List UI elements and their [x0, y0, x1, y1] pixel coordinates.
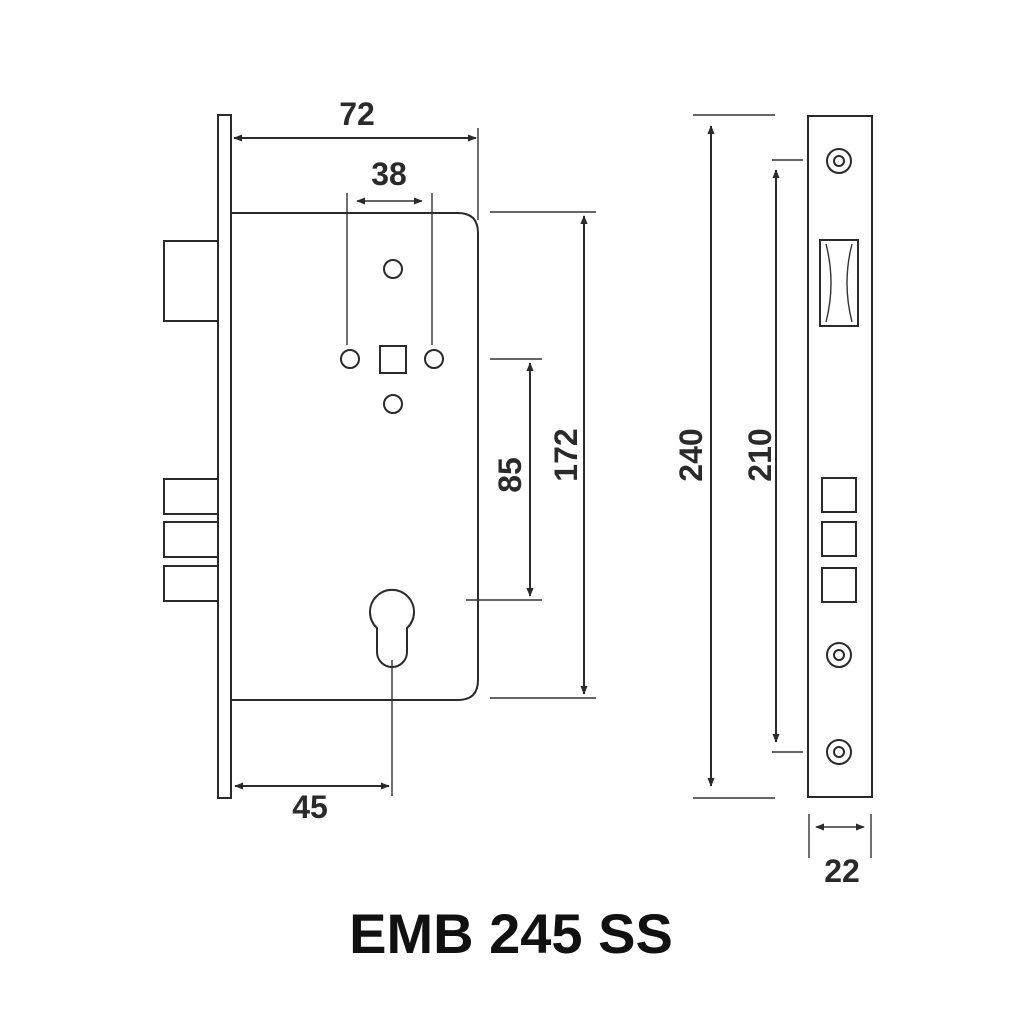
- dimension-85: 85: [466, 358, 542, 601]
- deadbolt-opening-1: [821, 477, 857, 513]
- dimension-22: 22: [808, 814, 872, 889]
- dimension-22-label: 22: [824, 853, 860, 889]
- deadbolt-3: [163, 565, 219, 602]
- faceplate: [807, 115, 873, 798]
- dimension-38-label: 38: [371, 156, 407, 192]
- dimension-38: 38: [346, 156, 433, 345]
- screw-hole-top-inner: [833, 155, 845, 167]
- latch-bolt: [163, 240, 219, 322]
- screw-hole-middle-inner: [833, 649, 845, 661]
- latch-opening: [819, 239, 859, 327]
- dimension-172: 172: [490, 211, 596, 699]
- faceplate-edge: [217, 114, 232, 799]
- cylinder-cutout: [369, 588, 415, 668]
- lock-body-side-view: [163, 114, 479, 799]
- deadbolt-opening-3: [821, 567, 857, 603]
- follower-hole-right: [424, 349, 444, 369]
- dimension-172-label: 172: [548, 428, 584, 481]
- deadbolt-1: [163, 478, 219, 515]
- model-title: EMB 245 SS: [349, 902, 673, 965]
- dimension-45-label: 45: [292, 789, 328, 825]
- dimension-72: 72: [233, 96, 479, 220]
- screw-hole-bottom-inner: [833, 746, 845, 758]
- fixing-hole-bottom: [383, 394, 403, 414]
- faceplate-front-view: [807, 115, 873, 798]
- lock-case: [230, 212, 479, 701]
- deadbolt-2: [163, 521, 219, 558]
- dimension-72-label: 72: [339, 96, 375, 132]
- spindle-square: [379, 345, 407, 374]
- dimension-210: 210: [742, 159, 803, 753]
- deadbolt-opening-2: [821, 521, 857, 557]
- latch-bevel: [825, 243, 853, 323]
- fixing-hole-top: [383, 259, 403, 279]
- dimension-240-label: 240: [673, 428, 709, 481]
- dimension-45: 45: [234, 660, 393, 825]
- dimension-240: 240: [673, 114, 775, 799]
- follower-hole-left: [340, 349, 360, 369]
- dimension-210-label: 210: [742, 428, 778, 481]
- dimension-85-label: 85: [492, 457, 528, 493]
